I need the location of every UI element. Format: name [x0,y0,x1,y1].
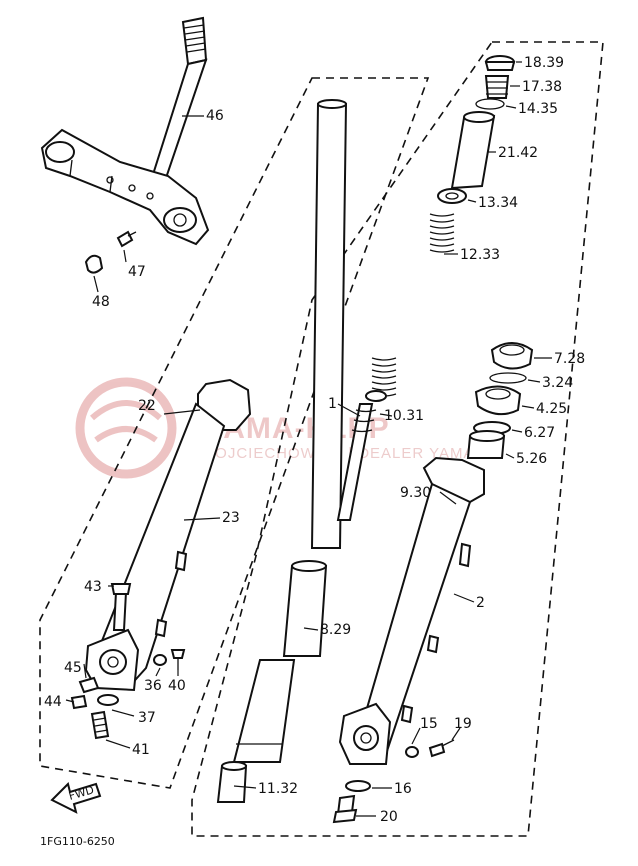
cap-48 [84,254,104,274]
oil-seal-4-25 [474,385,522,416]
label-1: 1 [328,396,337,412]
label-40: 40 [168,678,186,694]
part-labels: 46 47 48 18.39 17.38 14.35 21.42 13.34 1… [40,55,585,848]
label-46: 46 [206,108,224,124]
bolt-20 [332,794,358,824]
label-5-26: 5.26 [516,451,547,467]
washer-37 [97,694,119,706]
outer-tube-right-2 [338,456,485,765]
spacer-17-38 [484,75,510,99]
label-8-29: 8.29 [320,622,351,638]
label-19: 19 [454,716,472,732]
o-ring-14-35 [475,98,505,110]
label-11-32: 11.32 [258,781,298,797]
forward-arrow-icon: FWD [50,782,102,814]
washer-36 [153,654,167,666]
label-43: 43 [84,579,102,595]
clip-3-24 [489,372,527,384]
fork-spring-12-33 [371,213,455,397]
washer-15 [405,746,419,758]
label-9-30: 9.30 [400,485,431,501]
label-21-42: 21.42 [498,145,538,161]
label-23: 23 [222,510,240,526]
nut-45 [78,676,100,694]
label-12-33: 12.33 [460,247,500,263]
label-2: 2 [476,595,485,611]
watermark-logo [75,377,177,479]
label-45: 45 [64,660,82,676]
label-7-28: 7.28 [554,351,585,367]
washer-16 [345,780,371,792]
bushing-5-26 [466,430,506,459]
label-3-24: 3.24 [542,375,573,391]
bolt-47 [116,230,137,248]
label-10-31: 10.31 [384,408,424,424]
inner-tube-left [310,99,348,549]
label-6-27: 6.27 [524,425,555,441]
screw-19 [428,739,455,758]
label-41: 41 [132,742,150,758]
watermark-sub-text: WOJCIECHOWICZ | DEALER YAMAHA [200,445,497,462]
label-16: 16 [394,781,412,797]
label-37: 37 [138,710,156,726]
label-22: 22 [138,398,156,414]
label-47: 47 [128,264,146,280]
damper-rod-10-31 [336,390,387,521]
label-13-34: 13.34 [478,195,518,211]
cap-bolt-18-39 [484,55,516,71]
label-36: 36 [144,678,162,694]
screw-40 [170,649,186,670]
spacer-21-42 [450,111,496,190]
right-fork-boundary [191,41,604,837]
left-fork-boundary [39,77,430,789]
label-48: 48 [92,294,110,310]
label-4-25: 4.25 [536,401,567,417]
guide-bushing [232,659,296,763]
bolt-43 [110,583,132,631]
slide-metal-8-29 [282,560,328,657]
bolt-41 [90,710,110,740]
washer-13-34 [437,188,467,204]
steering-stem-46 [40,16,210,246]
leader-lines [65,61,552,817]
label-44: 44 [44,694,62,710]
label-18-39: 18.39 [524,55,564,71]
label-15: 15 [420,716,438,732]
nut-44 [70,694,88,710]
label-17-38: 17.38 [522,79,562,95]
label-20: 20 [380,809,398,825]
diagram-code: 1FG110-6250 [40,835,115,848]
piece-11-32 [216,761,248,803]
label-14-35: 14.35 [518,101,558,117]
dust-seal-7-28 [490,342,534,370]
